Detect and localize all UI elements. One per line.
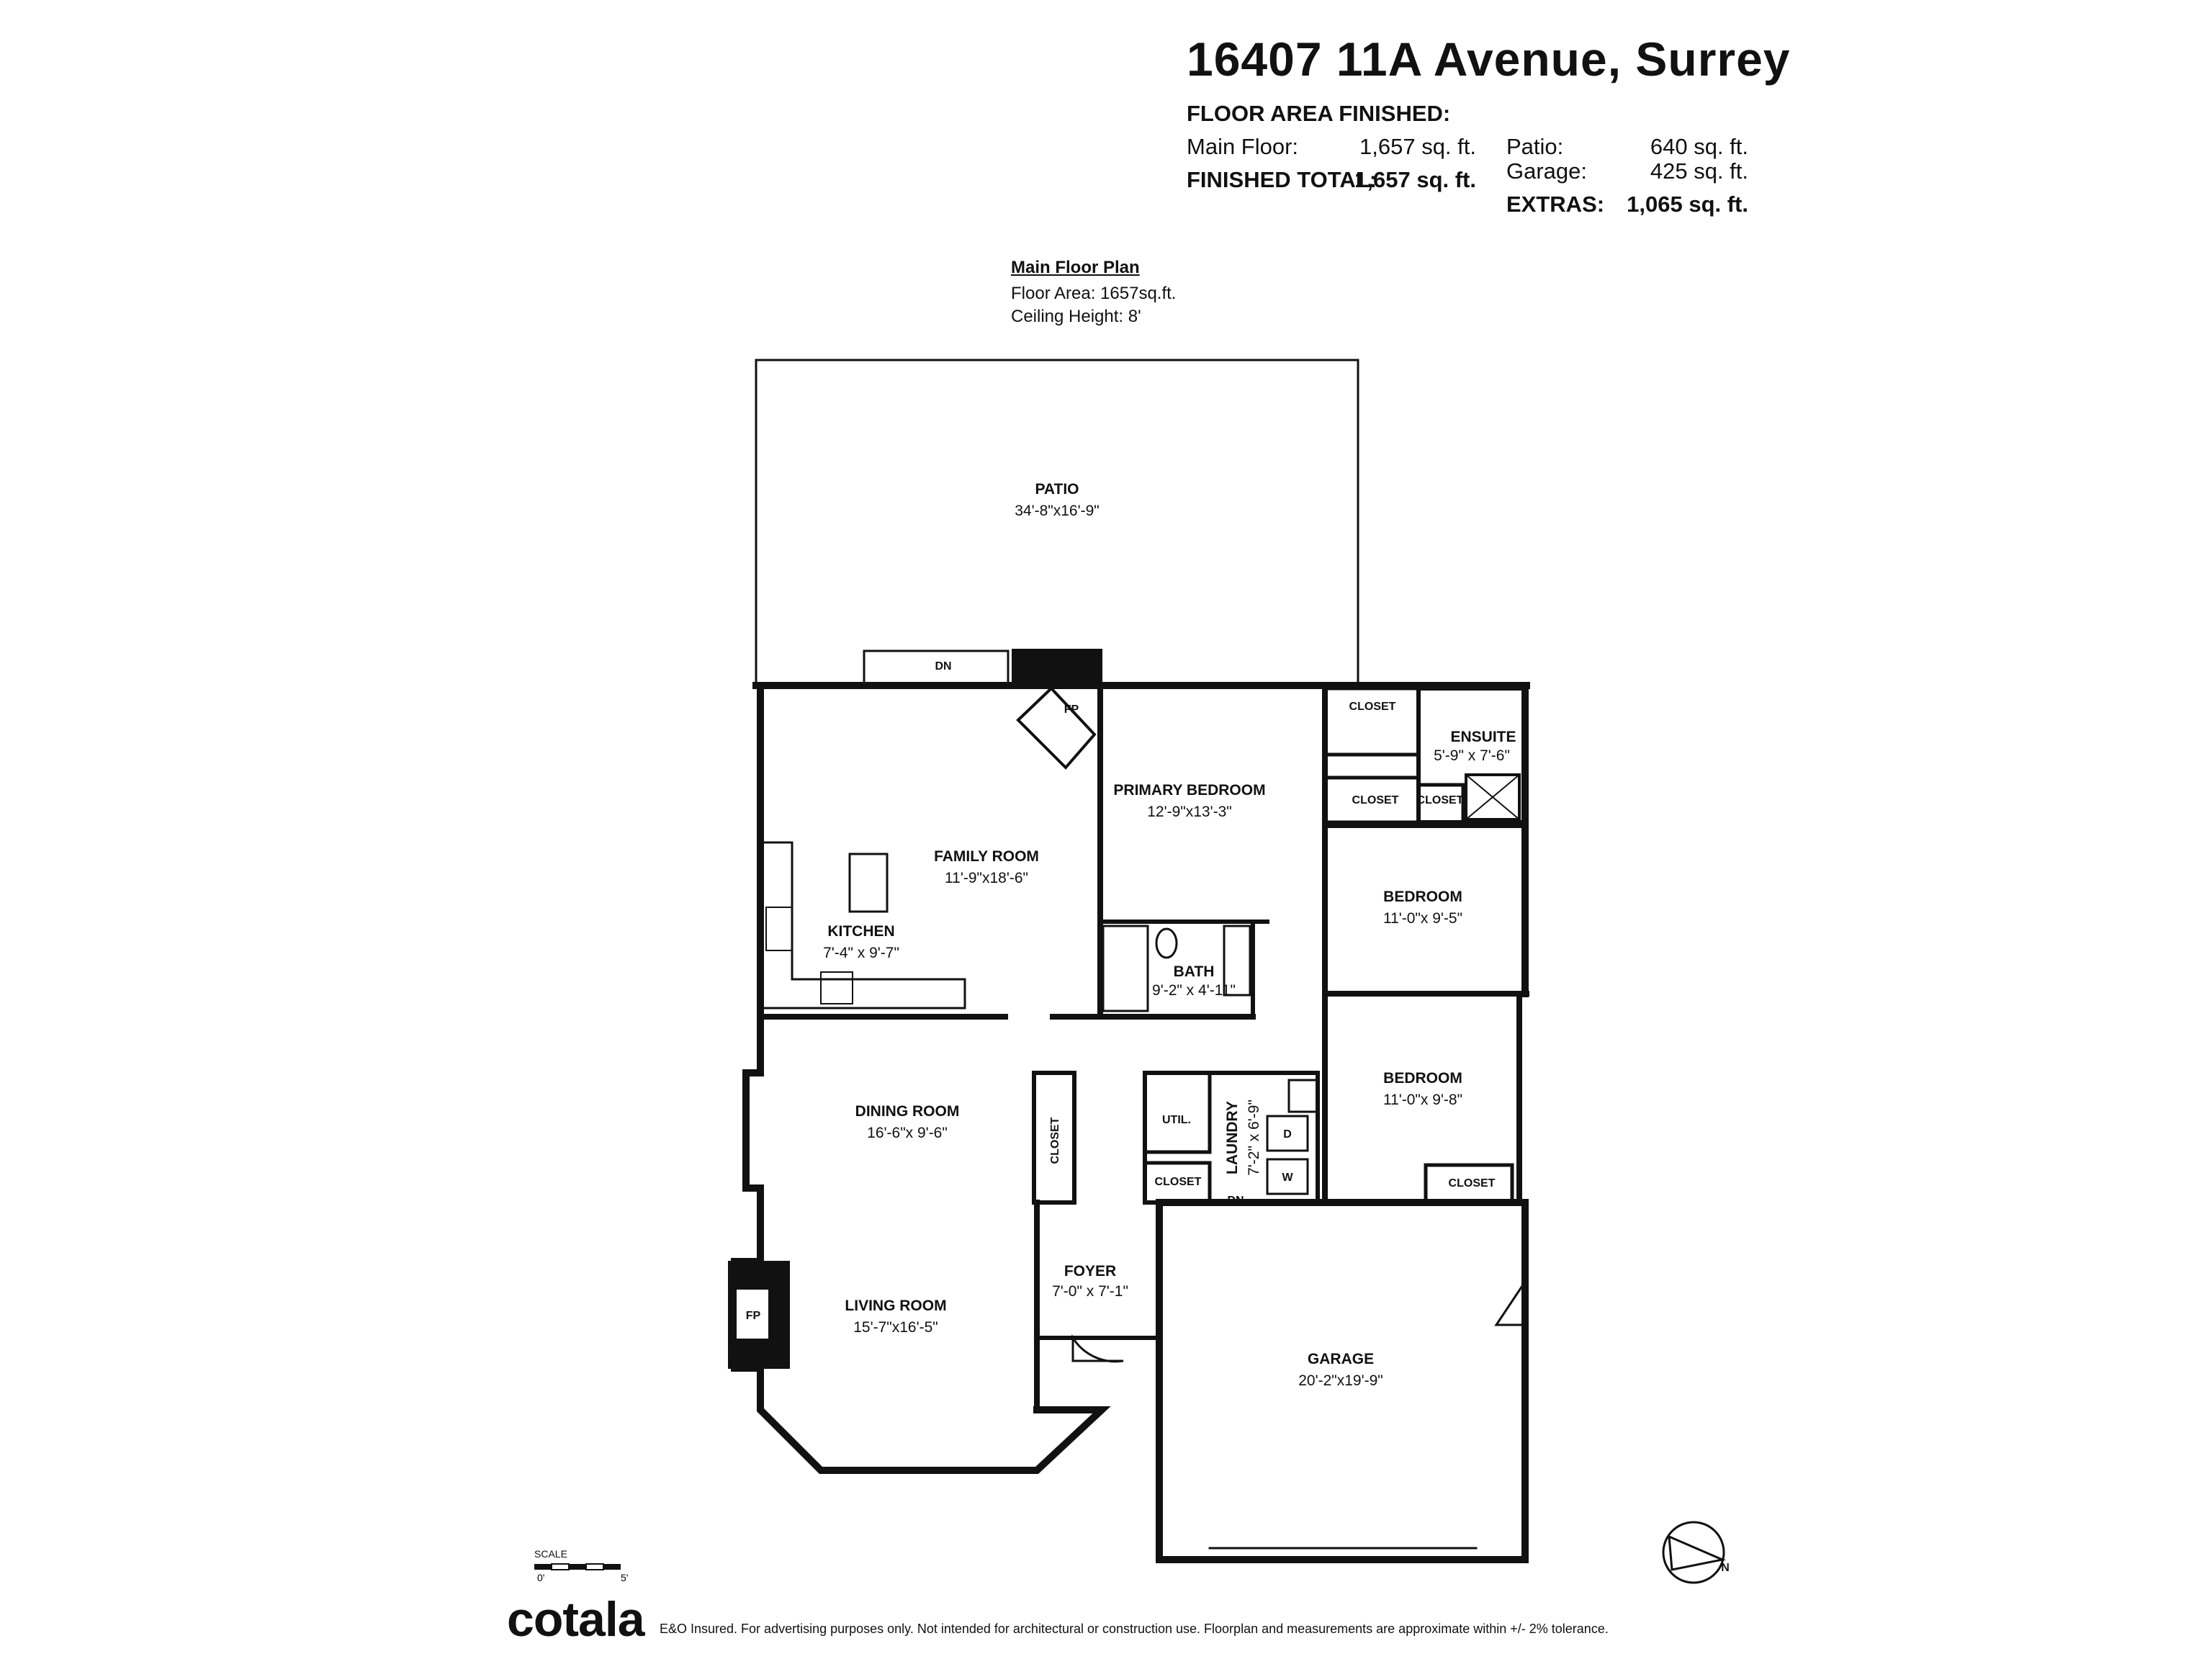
dining-room-dims: 16'-6"x 9'-6" <box>867 1125 948 1141</box>
fireplace-family <box>1016 686 1097 770</box>
bathtub <box>1102 925 1149 1012</box>
fireplace-top-block <box>1012 649 1102 688</box>
extras-value: 1,065 sq. ft. <box>1627 192 1748 217</box>
kitchen-dims: 7'-4" x 9'-7" <box>823 945 899 961</box>
garage-entry-swing <box>1494 1280 1527 1326</box>
closet-label-primary-b: CLOSET <box>1352 794 1399 806</box>
dn-label-laundry: DN <box>1227 1195 1244 1207</box>
patio-label: PATIO <box>1035 481 1079 498</box>
bedroom-2-dims: 11'-0"x 9'-8" <box>1383 1092 1462 1108</box>
patio-dims: 34'-8"x16'-9" <box>1015 503 1100 519</box>
kitchen-counters <box>763 841 966 1010</box>
garage-label: GARAGE <box>1308 1351 1374 1367</box>
laundry-sink <box>1287 1079 1319 1113</box>
main-floor-label: Main Floor: <box>1187 134 1299 159</box>
closet-label-hall: CLOSET <box>1049 1117 1061 1164</box>
north-arrow <box>1662 1521 1727 1584</box>
patio-area-value: 640 sq. ft. <box>1650 134 1748 159</box>
fp-label-living: FP <box>746 1310 761 1322</box>
north-arrow-label: N <box>1721 1562 1730 1574</box>
dining-room-label: DINING ROOM <box>855 1103 960 1120</box>
closet-primary-a <box>1323 686 1421 757</box>
kitchen-island <box>848 853 889 913</box>
kitchen-label: KITCHEN <box>827 923 894 940</box>
dn-label-patio: DN <box>935 660 951 673</box>
primary-bedroom-dims: 12'-9"x13'-3" <box>1147 804 1232 820</box>
bath-toilet <box>1155 927 1178 959</box>
cotala-logo: cotala <box>507 1592 645 1647</box>
foyer-label: FOYER <box>1064 1263 1116 1280</box>
main-floor-value: 1,657 sq. ft. <box>1359 134 1476 159</box>
patio-step <box>863 649 1010 684</box>
bath-vanity <box>1223 925 1251 997</box>
garage-area-label: Garage: <box>1506 158 1588 184</box>
closet-label-ensuite: CLOSET <box>1417 794 1464 806</box>
floor-area-heading: FLOOR AREA FINISHED: <box>1187 101 1451 126</box>
ensuite-dims: 5'-9" x 7'-6" <box>1434 747 1510 764</box>
washer <box>1266 1158 1309 1195</box>
front-door-swing <box>1071 1334 1124 1363</box>
family-room-dims: 11'-9"x18'-6" <box>945 870 1028 886</box>
ensuite-label: ENSUITE <box>1450 729 1516 745</box>
kitchen-range <box>820 971 853 1004</box>
garage-dims: 20'-2"x19'-9" <box>1298 1372 1383 1389</box>
dryer-label: D <box>1283 1128 1292 1141</box>
bedroom-2-label: BEDROOM <box>1383 1070 1462 1087</box>
washer-label: W <box>1282 1172 1293 1184</box>
plan-title: Main Floor Plan <box>1011 258 1140 277</box>
plan-ceiling-height: Ceiling Height: 8' <box>1011 307 1141 326</box>
util-room <box>1143 1071 1212 1154</box>
closet-label-primary-a: CLOSET <box>1349 701 1396 713</box>
ensuite-shower <box>1465 773 1521 821</box>
family-room-label: FAMILY ROOM <box>934 848 1039 865</box>
living-room-label: LIVING ROOM <box>845 1298 946 1314</box>
closet-label-bedroom2: CLOSET <box>1449 1177 1496 1190</box>
closet-label-laundry: CLOSET <box>1155 1176 1202 1188</box>
scale-zero: 0' <box>537 1572 544 1583</box>
disclaimer-text: E&O Insured. For advertising purposes on… <box>660 1622 1609 1636</box>
laundry-dims: 7'-2" x 6'-9" <box>1246 1100 1262 1176</box>
bath-label: BATH <box>1174 963 1215 980</box>
scale-label: SCALE <box>534 1548 567 1560</box>
scale-bar <box>534 1563 621 1570</box>
patio-area-label: Patio: <box>1506 134 1564 159</box>
living-room-dims: 15'-7"x16'-5" <box>853 1319 938 1336</box>
finished-total-value: 1,657 sq. ft. <box>1354 167 1476 192</box>
laundry-label: LAUNDRY <box>1224 1101 1241 1174</box>
foyer-dims: 7'-0" x 7'-1" <box>1052 1283 1128 1300</box>
patio-outline <box>755 359 1359 684</box>
wall-west-lower <box>731 1013 1111 1474</box>
bedroom-1-dims: 11'-0"x 9'-5" <box>1383 910 1462 927</box>
fp-label-family: FP <box>1064 703 1079 716</box>
extras-label: EXTRAS: <box>1506 192 1605 217</box>
bath-dims: 9'-2" x 4'-11" <box>1152 982 1236 999</box>
bedroom-1-label: BEDROOM <box>1383 889 1462 905</box>
finished-total-label: FINISHED TOTAL: <box>1187 167 1377 192</box>
closet-hall <box>1032 1071 1076 1205</box>
property-address: 16407 11A Avenue, Surrey <box>1187 32 1791 86</box>
primary-bedroom-label: PRIMARY BEDROOM <box>1113 782 1265 799</box>
wall-garage <box>1156 1199 1529 1563</box>
plan-floor-area: Floor Area: 1657sq.ft. <box>1011 284 1177 303</box>
garage-area-value: 425 sq. ft. <box>1650 158 1748 184</box>
scale-five: 5' <box>621 1572 628 1583</box>
dryer <box>1266 1115 1309 1152</box>
kitchen-sink <box>765 907 793 951</box>
util-label: UTIL. <box>1162 1114 1191 1126</box>
